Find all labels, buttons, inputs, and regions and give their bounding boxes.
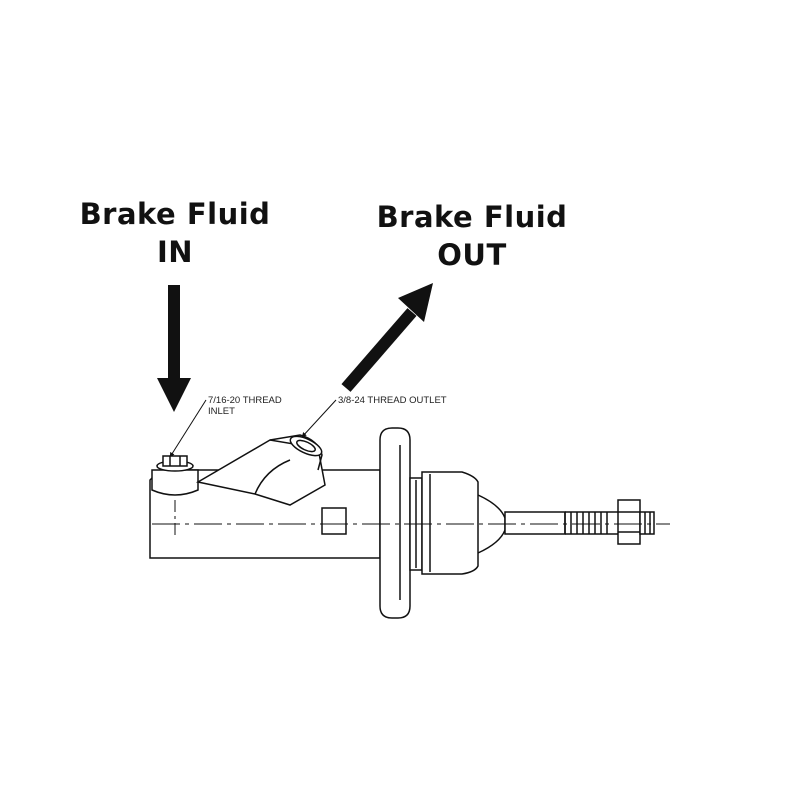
brake-fluid-out-direction: OUT (437, 238, 507, 272)
inlet-thread-callout: 7/16-20 THREAD INLET (208, 395, 282, 417)
mounting-flange (379, 427, 423, 619)
brake-fluid-in-direction: IN (156, 235, 194, 269)
inlet-thread-spec: 7/16-20 THREAD (208, 395, 282, 406)
cylinder-body (149, 434, 381, 559)
outlet-thread-callout: 3/8-24 THREAD OUTLET (338, 395, 447, 406)
brake-fluid-out-label: Brake Fluid OUT (342, 198, 602, 274)
brake-fluid-out-title: Brake Fluid (376, 200, 568, 234)
centerline (152, 500, 670, 535)
inlet-arrow (157, 285, 191, 412)
outlet-thread-spec: 3/8-24 THREAD OUTLET (338, 395, 447, 406)
callout-leaders (169, 399, 337, 458)
brake-fluid-in-label: Brake Fluid IN (45, 195, 305, 271)
brake-fluid-in-title: Brake Fluid (79, 197, 271, 231)
inlet-label: INLET (208, 406, 235, 417)
pushrod-assembly (421, 471, 655, 575)
outlet-arrow (341, 283, 433, 392)
